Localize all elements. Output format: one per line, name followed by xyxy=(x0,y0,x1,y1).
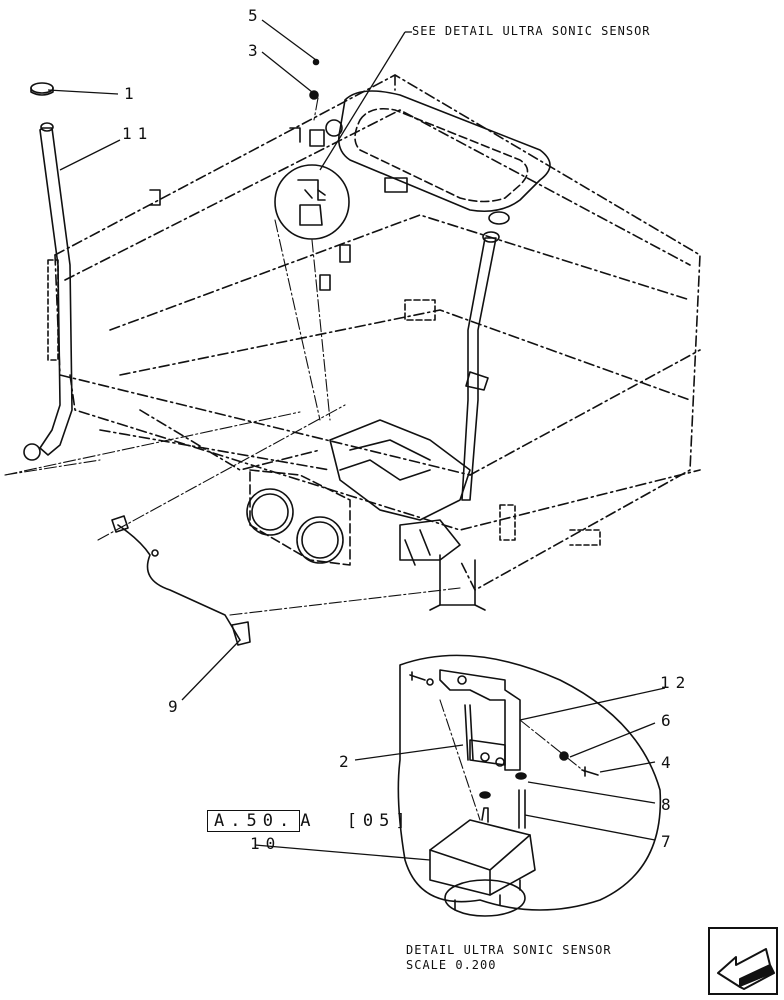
callout-5: 5 xyxy=(248,6,264,25)
sight-tube-right xyxy=(461,237,497,501)
sight-tube-left xyxy=(39,127,73,456)
callout-11: 11 xyxy=(122,124,154,143)
wire-harness xyxy=(117,524,241,641)
callout-9: 9 xyxy=(168,697,184,716)
callout-8: 8 xyxy=(661,795,677,814)
reference-code-suffix[interactable]: A xyxy=(300,811,317,831)
callout-10: 10 xyxy=(250,834,282,853)
callout-4: 4 xyxy=(661,753,677,772)
reference-page[interactable]: [05] xyxy=(346,811,412,831)
detail-caption-title: DETAIL ULTRA SONIC SENSOR xyxy=(406,943,612,957)
callout-2: 2 xyxy=(339,752,355,771)
bracket xyxy=(439,669,521,771)
callout-12: 12 xyxy=(660,673,692,692)
page-arrow-button[interactable] xyxy=(708,927,778,995)
page-arrow-icon xyxy=(708,927,778,995)
detail-circle xyxy=(274,164,350,240)
callout-6: 6 xyxy=(661,711,677,730)
callout-3: 3 xyxy=(248,41,264,60)
callout-1: 1 xyxy=(124,84,140,103)
detail-caption-scale: SCALE 0.200 xyxy=(406,958,497,972)
reference-link[interactable]: A.50.A [05] xyxy=(207,810,412,832)
detail-boundary xyxy=(397,654,662,911)
callout-7: 7 xyxy=(661,832,677,851)
see-detail-label: SEE DETAIL ULTRA SONIC SENSOR xyxy=(412,24,651,38)
reference-code[interactable]: A.50. xyxy=(207,810,301,832)
sensor xyxy=(429,819,536,896)
manhole xyxy=(337,90,551,213)
tank-body xyxy=(54,74,701,591)
